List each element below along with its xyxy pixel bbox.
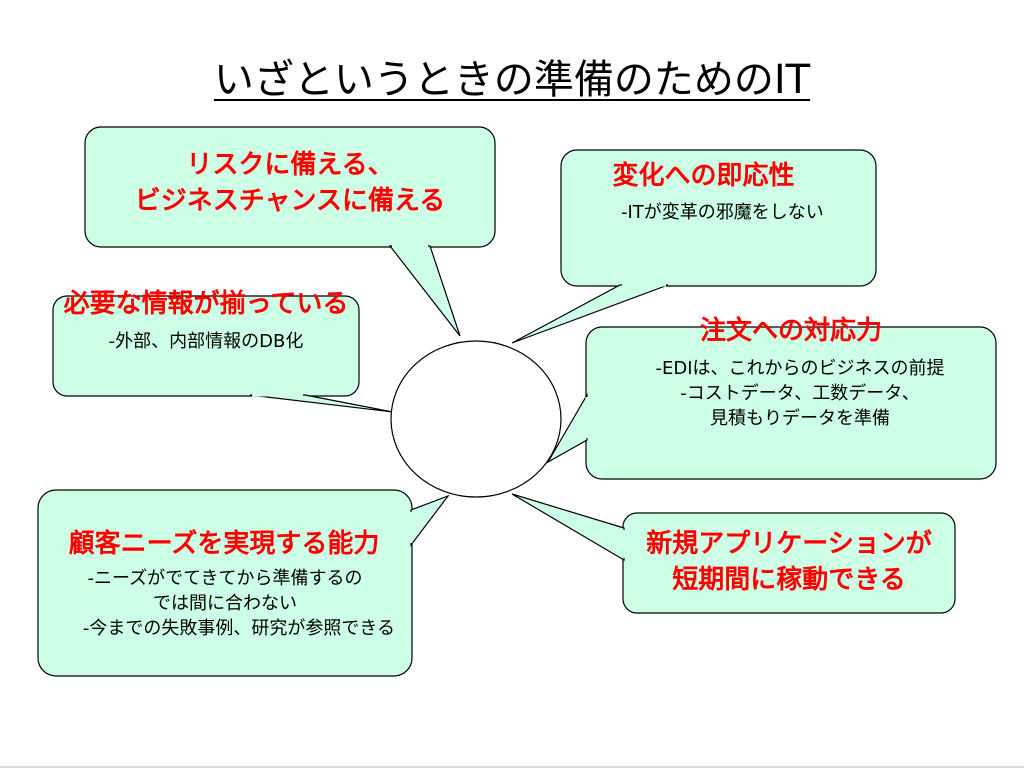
info-text: -外部、内部情報のDB化 (108, 331, 304, 352)
order-heading: 注文への対応力 (699, 316, 882, 346)
risk-heading-line-2: ビジネスチャンスに備える (134, 186, 446, 216)
order-line-3: 見積もりデータを準備 (710, 408, 890, 429)
change-text: -ITが変革の邪魔をしない (621, 202, 824, 223)
app-heading-line-1: 新規アプリケーションが (646, 529, 932, 559)
change-heading: 変化への即応性 (612, 161, 795, 191)
callout-app (511, 493, 956, 614)
callout-risk (84, 126, 496, 337)
center-circle (390, 340, 562, 498)
page-title: いざというときの準備のためのIT (213, 57, 811, 103)
order-line-1: -EDIは、これからのビジネスの前提 (655, 358, 945, 379)
slide-bottom-border (0, 766, 1024, 768)
order-line-2: -コストデータ、工数データ、 (680, 383, 920, 404)
app-heading-line-2: 短期間に稼動できる (672, 565, 906, 595)
callout-order (546, 326, 997, 480)
app-heading: 新規アプリケーションが 短期間に稼動できる (623, 526, 955, 598)
callout-change (511, 149, 877, 344)
callout-info (52, 295, 394, 413)
info-heading: 必要な情報が揃っている (63, 289, 349, 319)
needs-heading: 顧客ニーズを実現する能力 (68, 529, 380, 559)
needs-text: -ニーズがでてきてから準備するの では間に合わない -今までの失敗事例、研究が参… (38, 566, 412, 641)
needs-line-2: では間に合わない (153, 593, 297, 614)
needs-line-1: -ニーズがでてきてから準備するの (87, 568, 363, 589)
callout-needs (37, 489, 450, 677)
risk-heading: リスクに備える、 ビジネスチャンスに備える (85, 147, 495, 219)
needs-line-3: -今までの失敗事例、研究が参照できる (82, 618, 396, 639)
order-text: -EDIは、これからのビジネスの前提 -コストデータ、工数データ、 見積もりデー… (600, 356, 1000, 431)
risk-heading-line-1: リスクに備える、 (186, 150, 394, 180)
